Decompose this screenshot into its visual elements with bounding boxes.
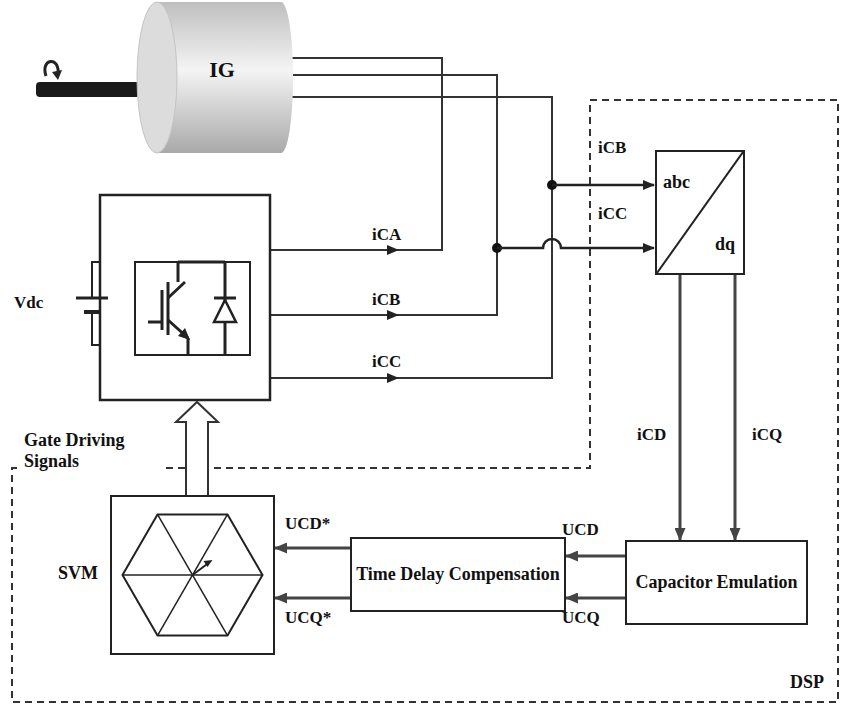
node-text: Time Delay Compensation xyxy=(356,564,560,586)
hexagon-shape xyxy=(112,497,273,653)
signal-name: iCA xyxy=(372,225,401,245)
current-arrow xyxy=(370,377,398,379)
node-text: Capacitor Emulation xyxy=(635,572,797,594)
dsp-boundary xyxy=(12,100,838,702)
signal-name: iCC xyxy=(598,204,627,224)
diagonal-shape xyxy=(657,152,743,273)
signal-arrow xyxy=(566,597,625,600)
diode-symbol xyxy=(214,300,236,322)
cylinder-face xyxy=(137,2,177,153)
signal-label: Gate Driving Signals xyxy=(22,430,166,471)
voltage-label: Vdc xyxy=(14,293,43,313)
current-arrow xyxy=(370,314,398,316)
signal-arrow xyxy=(275,547,350,550)
phase-wire xyxy=(270,58,442,250)
battery-plate xyxy=(76,297,108,300)
process-box: Capacitor Emulation xyxy=(625,540,808,625)
battery-plate xyxy=(84,310,100,314)
signal-name: iCB xyxy=(372,290,400,310)
generator-shaft xyxy=(36,82,140,97)
edge-label: UCQ xyxy=(562,608,600,628)
phase-wire xyxy=(270,97,552,378)
gate-signal-arrow xyxy=(176,402,218,496)
process-box: Time Delay Compensation xyxy=(350,537,566,612)
node-text: IG xyxy=(209,57,235,83)
edge-label: iCD xyxy=(637,425,666,445)
battery-wire xyxy=(92,262,100,298)
measurement-wire xyxy=(552,184,654,187)
igbt-symbol xyxy=(148,262,236,355)
measurement-wire xyxy=(497,239,654,248)
node-text: abc xyxy=(663,172,690,194)
node-text: dq xyxy=(715,234,735,256)
region-label: DSP xyxy=(790,672,824,693)
rotation-arrowhead xyxy=(52,70,62,80)
transform-box: abc dq xyxy=(655,150,745,275)
signal-name: iCC xyxy=(372,352,401,372)
signal-name: iCB xyxy=(598,138,626,158)
hexagon-diagonal xyxy=(158,514,228,635)
current-arrow xyxy=(370,249,398,251)
signal-arrow xyxy=(679,275,682,540)
generator-cylinder: IG xyxy=(135,0,295,155)
igbt-frame xyxy=(135,262,250,355)
edge-label: UCD xyxy=(562,520,599,540)
inverter-box xyxy=(100,195,270,400)
hexagon-outline xyxy=(123,514,263,635)
edge-label: UCD* xyxy=(285,514,330,534)
phase-wire xyxy=(270,75,497,315)
diagonal-line xyxy=(657,152,743,273)
vector-head xyxy=(204,560,213,567)
signal-arrow xyxy=(566,555,625,558)
hexagon-diagonal xyxy=(158,514,228,635)
emitter-arrow xyxy=(178,328,190,340)
svm-box: SVM xyxy=(110,495,275,655)
signal-arrow xyxy=(275,597,350,600)
node-text: SVM xyxy=(58,563,98,585)
battery-wire xyxy=(92,312,100,345)
edge-label: UCQ* xyxy=(285,608,331,628)
edge-label: iCQ xyxy=(752,425,782,445)
signal-arrow xyxy=(734,275,737,540)
